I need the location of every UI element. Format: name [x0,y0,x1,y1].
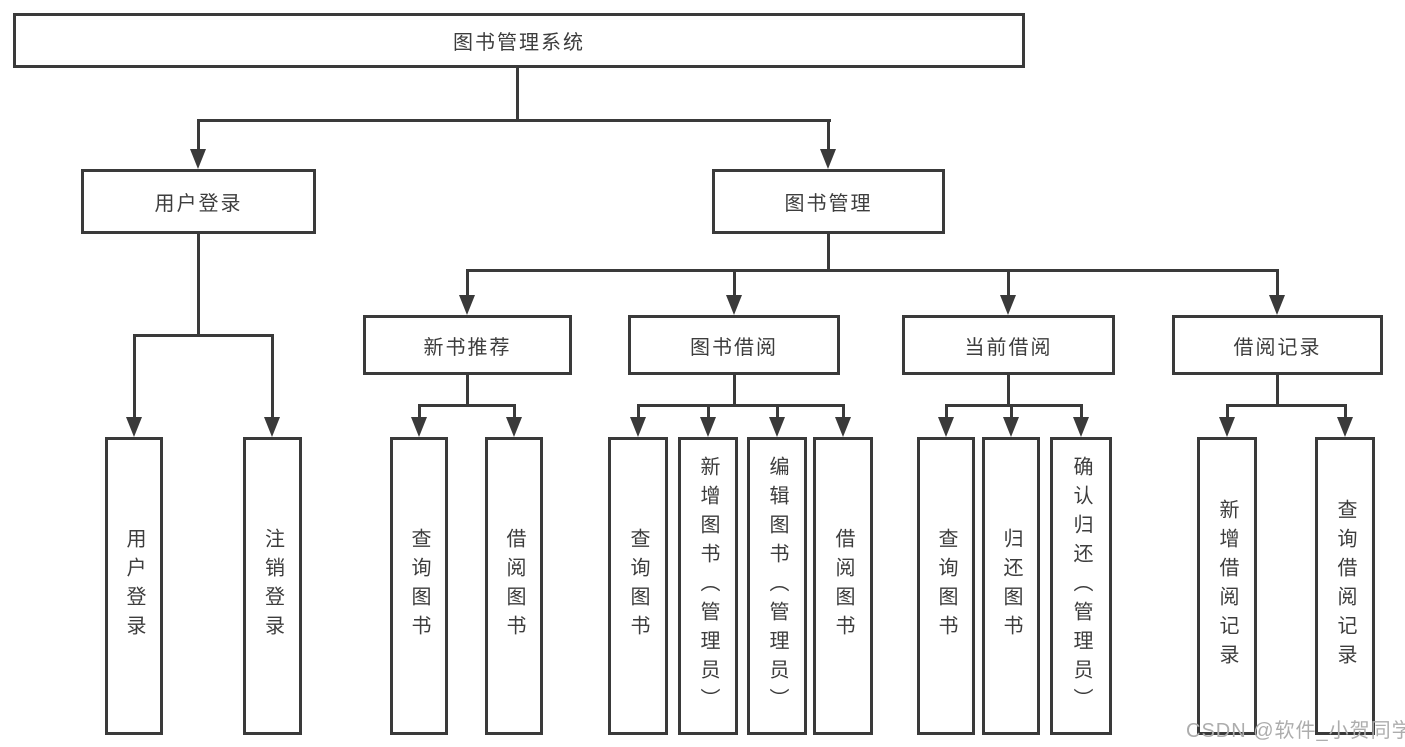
connector-drop-leaf [1226,404,1229,420]
connector-drop-leaf [418,404,421,420]
node-book-borrowing: 图书借阅 [628,315,840,375]
node-current-borrowing: 当前借阅 [902,315,1115,375]
arrow-down-icon [506,417,522,437]
connector-drop-l3 [466,269,469,297]
connector-drop-l3 [1276,269,1279,297]
connector-rec-stem [466,375,469,407]
connector-br-hbar [1226,404,1347,407]
arrow-down-icon [264,417,280,437]
connector-br-stem [1276,375,1279,407]
leaf-user-login: 用户登录 [105,437,163,735]
arrow-down-icon [835,417,851,437]
connector-cb-stem [1007,375,1010,407]
connector-cb-hbar [945,404,1083,407]
connector-drop-leaf [1010,404,1013,420]
connector-drop-leaf [271,334,274,420]
arrow-down-icon [459,295,475,315]
connector-drop-user-login [197,119,200,153]
arrow-down-icon [938,417,954,437]
arrow-down-icon [1000,295,1016,315]
node-root: 图书管理系统 [13,13,1025,68]
arrow-down-icon [820,149,836,169]
arrow-down-icon [1003,417,1019,437]
connector-drop-leaf [842,404,845,420]
node-borrowing-records: 借阅记录 [1172,315,1383,375]
node-new-book-recommend: 新书推荐 [363,315,572,375]
arrow-down-icon [1269,295,1285,315]
arrow-down-icon [700,417,716,437]
node-book-management: 图书管理 [712,169,945,234]
leaf-query-books-current: 查询图书 [917,437,975,735]
arrow-down-icon [190,149,206,169]
leaf-return-books: 归还图书 [982,437,1040,735]
arrow-down-icon [1337,417,1353,437]
leaf-query-borrow-record: 查询借阅记录 [1315,437,1375,735]
node-user-login: 用户登录 [81,169,316,234]
connector-bb-stem [733,375,736,407]
connector-drop-leaf [637,404,640,420]
arrow-down-icon [411,417,427,437]
connector-drop-leaf [133,334,136,420]
connector-user-login-stem [197,234,200,337]
leaf-edit-books-admin: 编辑图书（管理员） [747,437,807,735]
connector-rec-hbar [418,404,516,407]
arrow-down-icon [126,417,142,437]
connector-drop-l3 [1007,269,1010,297]
leaf-logout-login: 注销登录 [243,437,302,735]
arrow-down-icon [769,417,785,437]
leaf-borrow-books-recommend: 借阅图书 [485,437,543,735]
connector-book-mgmt-hbar [466,269,1279,272]
connector-drop-l3 [733,269,736,297]
connector-drop-leaf [776,404,779,420]
leaf-query-books-recommend: 查询图书 [390,437,448,735]
arrow-down-icon [1219,417,1235,437]
leaf-query-books-borrowing: 查询图书 [608,437,668,735]
connector-drop-leaf [1344,404,1347,420]
connector-drop-leaf [1080,404,1083,420]
connector-root-hbar [197,119,831,122]
connector-user-login-hbar [133,334,274,337]
leaf-add-books-admin: 新增图书（管理员） [678,437,738,735]
connector-root-stem [516,66,519,121]
connector-drop-leaf [513,404,516,420]
connector-drop-leaf [945,404,948,420]
arrow-down-icon [630,417,646,437]
leaf-borrow-books-borrowing: 借阅图书 [813,437,873,735]
arrow-down-icon [1073,417,1089,437]
leaf-confirm-return-admin: 确认归还（管理员） [1050,437,1112,735]
connector-book-mgmt-stem [827,234,830,272]
connector-bb-hbar [637,404,845,407]
connector-drop-book-mgmt [827,119,830,153]
csdn-watermark: CSDN @软件_小贺同学 [1186,720,1405,742]
arrow-down-icon [726,295,742,315]
connector-drop-leaf [707,404,710,420]
leaf-add-borrow-record: 新增借阅记录 [1197,437,1257,735]
